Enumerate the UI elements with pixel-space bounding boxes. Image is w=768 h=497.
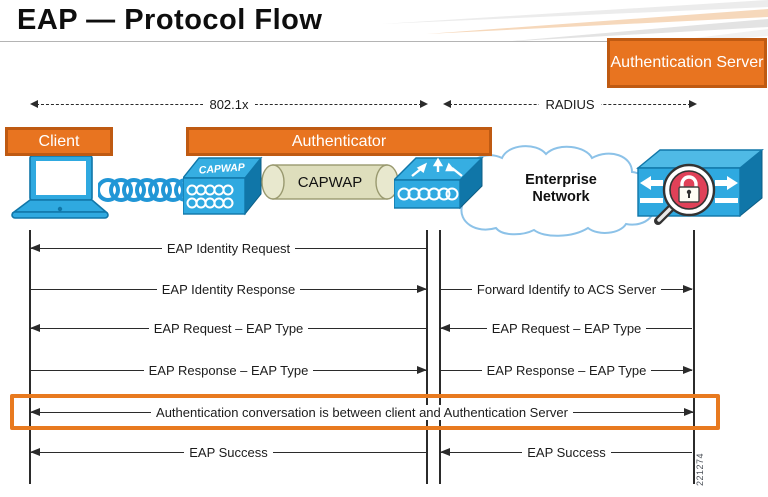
authenticator-label: Authenticator (186, 127, 492, 156)
radius-span-arrow: RADIUS (443, 96, 697, 112)
access-point-icon: CAPWAP (183, 156, 263, 216)
arrow-right-icon (689, 100, 697, 108)
figure-number: 221274 (695, 452, 705, 486)
capwap-tunnel-icon: CAPWAP (261, 164, 399, 200)
laptop-icon (11, 156, 109, 219)
authenticator-lifeline-left (426, 230, 428, 484)
wlan-controller-icon (394, 156, 484, 210)
flow-eap-success-right: EAP Success (440, 444, 693, 460)
authenticator-text: Authenticator (291, 132, 387, 150)
arrow-left-icon (30, 100, 38, 108)
highlight-frame (10, 394, 720, 430)
arrow-right-icon (683, 366, 693, 374)
flow-eap-request-type-left: EAP Request – EAP Type (30, 320, 427, 336)
arrow-right-icon (417, 285, 427, 293)
flow-label: EAP Identity Response (156, 281, 301, 297)
arrow-right-icon (684, 408, 694, 416)
title-underline (0, 41, 607, 42)
flow-label: EAP Response – EAP Type (143, 362, 314, 378)
flow-label: EAP Identity Request (161, 240, 296, 256)
arrow-right-icon (420, 100, 428, 108)
arrow-left-icon (443, 100, 451, 108)
tunnel-capwap-text: CAPWAP (298, 174, 362, 191)
arrow-left-icon (440, 448, 450, 456)
flow-eap-response-type-right: EAP Response – EAP Type (440, 362, 693, 378)
arrow-left-icon (30, 324, 40, 332)
radius-label: RADIUS (539, 96, 601, 112)
authentication-server-text: Authentication Server (610, 54, 764, 71)
ap-capwap-text: CAPWAP (198, 161, 246, 176)
flow-eap-success-left: EAP Success (30, 444, 427, 460)
flow-label: EAP Request – EAP Type (148, 320, 309, 336)
authentication-server-label: Authentication Server (607, 38, 767, 88)
flow-label: EAP Request – EAP Type (486, 320, 647, 336)
client-label: Client (5, 127, 113, 156)
server-lifeline (693, 230, 695, 484)
flow-label: EAP Response – EAP Type (481, 362, 652, 378)
flow-label: Forward Identify to ACS Server (471, 281, 662, 297)
authenticator-lifeline-right (439, 230, 441, 484)
client-text: Client (38, 132, 80, 150)
flow-forward-identify: Forward Identify to ACS Server (440, 281, 693, 297)
page-title: EAP — Protocol Flow (17, 4, 323, 36)
arrow-right-icon (417, 366, 427, 374)
dot1x-label: 802.1x (203, 96, 255, 112)
wireless-coil-link-icon (98, 178, 196, 202)
flow-label: EAP Success (184, 444, 273, 460)
flow-eap-identity-response: EAP Identity Response (30, 281, 427, 297)
flow-eap-identity-request: EAP Identity Request (30, 240, 427, 256)
client-lifeline (29, 230, 31, 484)
arrow-left-icon (30, 408, 40, 416)
arrow-right-icon (683, 285, 693, 293)
arrow-left-icon (440, 324, 450, 332)
flow-label: EAP Success (522, 444, 611, 460)
flow-label: Authentication conversation is between c… (151, 404, 573, 420)
acs-server-icon (636, 148, 764, 225)
dot1x-span-arrow: 802.1x (30, 96, 428, 112)
flow-auth-conversation: Authentication conversation is between c… (30, 404, 694, 420)
enterprise-network-label: Enterprise Network (525, 172, 597, 206)
flow-eap-request-type-right: EAP Request – EAP Type (440, 320, 693, 336)
arrow-left-icon (30, 448, 40, 456)
flow-eap-response-type-left: EAP Response – EAP Type (30, 362, 427, 378)
arrow-left-icon (30, 244, 40, 252)
